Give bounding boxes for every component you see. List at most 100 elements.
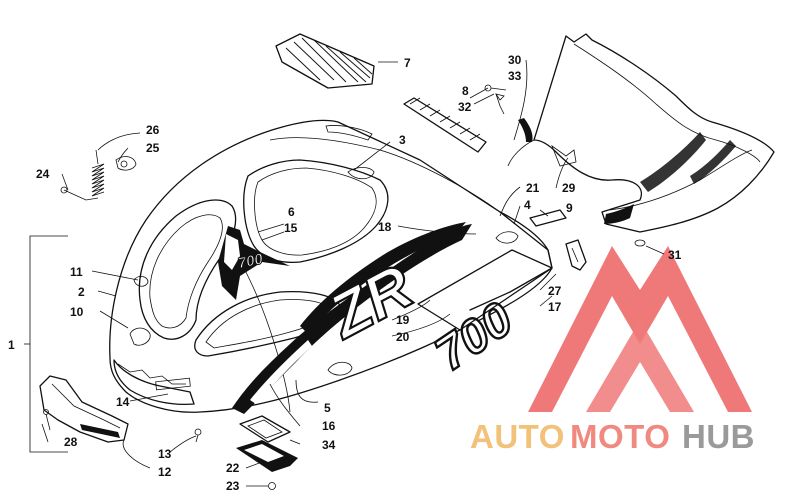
part-8-hatching: [409, 97, 481, 141]
callout-29: 29: [562, 181, 576, 195]
callout-33: 33: [508, 69, 522, 83]
bumper-strip: [80, 424, 120, 438]
callout-5: 5: [324, 401, 331, 415]
windshield-left-edge: [507, 139, 535, 167]
part-22-pad: [236, 415, 298, 490]
callout-12: 12: [158, 465, 172, 479]
callout-16: 16: [322, 419, 336, 433]
hood-nose-grille: [117, 363, 186, 385]
windshield-outline: [533, 33, 775, 233]
watermark-logo: AUTO MOTO HUB: [470, 246, 755, 455]
hood-top-curve: [269, 137, 501, 213]
callout-14: 14: [116, 395, 130, 409]
callout-7: 7: [404, 56, 411, 70]
bumper-outline: [39, 375, 129, 443]
part-13-clip: [194, 428, 202, 443]
latch-slot: [571, 247, 579, 263]
part-screw-hardware: [484, 84, 507, 101]
washer: [495, 93, 505, 101]
hood-vent-slot: [325, 125, 373, 141]
part-23-nut: [268, 482, 276, 490]
watermark-text-auto: AUTO: [470, 418, 565, 455]
latch-body: [565, 239, 587, 271]
callout-22: 22: [226, 461, 240, 475]
decal-700-large-text: 700: [426, 292, 522, 381]
part-27-latch: [565, 239, 587, 271]
callout-24: 24: [36, 167, 50, 181]
decal-700-small-text: 700: [236, 250, 265, 272]
callout-31: 31: [668, 248, 682, 262]
part-9-strip: [529, 209, 567, 227]
pad-34-outline: [239, 415, 291, 443]
part-7-decal: [275, 33, 375, 89]
hood-assembly: [109, 119, 553, 413]
callout-28: 28: [64, 435, 78, 449]
decal-zr-700: ZR 700: [232, 222, 553, 414]
callout-10: 10: [70, 305, 84, 319]
callout-21: 21: [526, 181, 540, 195]
hood-light-lens: [129, 327, 151, 346]
callout-25: 25: [146, 141, 160, 155]
callout-9: 9: [566, 201, 573, 215]
decal-side-panel-outline: [417, 249, 553, 331]
part-31-grommet: [634, 239, 646, 247]
clip-head: [194, 428, 202, 436]
watermark-text-moto: MOTO: [570, 418, 670, 455]
hood-nose-emblem: [155, 377, 191, 391]
spring-clip-ring: [120, 160, 128, 168]
hood-outline: [109, 119, 553, 413]
pad-34-inner: [247, 419, 283, 439]
callout-20: 20: [396, 330, 410, 344]
part-7-outline: [275, 33, 375, 89]
part-8-outline: [403, 97, 487, 153]
callout-2: 2: [78, 285, 85, 299]
callout-34: 34: [322, 438, 336, 452]
screw-body: [490, 87, 507, 91]
hood-window-inner: [254, 167, 377, 256]
windshield-shade-3: [604, 204, 634, 224]
hood-left-scoop-inner: [149, 214, 223, 329]
clip-shaft: [195, 434, 199, 443]
decal-700-small: 700: [218, 226, 290, 300]
windshield-shade-2: [690, 140, 736, 184]
windshield-shade-1: [640, 132, 706, 192]
hood-right-oval: [495, 231, 519, 244]
part-1-bracket: [29, 235, 68, 453]
spring-coil: [91, 163, 105, 197]
hood-nose: [113, 359, 195, 406]
windshield: [507, 33, 775, 233]
callout-labels: 1 2 3 4 5 6 7 8 9 10 11 12 13 14 15 16 1…: [8, 53, 682, 493]
spring-clip: [115, 156, 137, 171]
callout-4: 4: [524, 198, 531, 212]
hood-window-opening: [243, 159, 389, 264]
callout-30: 30: [508, 53, 522, 67]
hood-small-lens: [133, 276, 149, 287]
callout-32: 32: [458, 100, 472, 114]
hood-side-oval: [327, 361, 353, 376]
callout-18: 18: [378, 220, 392, 234]
callout-1: 1: [8, 338, 15, 352]
windshield-shade-4: [518, 118, 533, 142]
hood-center-line: [239, 259, 291, 413]
callout-26: 26: [146, 123, 160, 137]
bumper-bolt-shaft: [45, 413, 51, 431]
callout-3: 3: [399, 133, 406, 147]
part-spring-assembly: [60, 149, 137, 201]
part-7-hatching: [285, 37, 373, 83]
part-8-vent-strip: [403, 97, 487, 153]
windshield-mount-bracket: [551, 144, 577, 167]
callout-13: 13: [158, 447, 172, 461]
part-12-bumper: [39, 375, 129, 443]
spring-pin-head: [60, 186, 68, 194]
spring-pin: [63, 189, 99, 201]
spring-hook: [95, 149, 99, 165]
windshield-inner-line: [573, 43, 761, 163]
callout-8: 8: [462, 84, 469, 98]
bumper-inner-line: [51, 383, 121, 429]
callout-27: 27: [548, 284, 562, 298]
callout-6: 6: [288, 205, 295, 219]
callout-23: 23: [226, 479, 240, 493]
watermark-text-hub: HUB: [682, 418, 755, 455]
callout-15: 15: [284, 221, 298, 235]
